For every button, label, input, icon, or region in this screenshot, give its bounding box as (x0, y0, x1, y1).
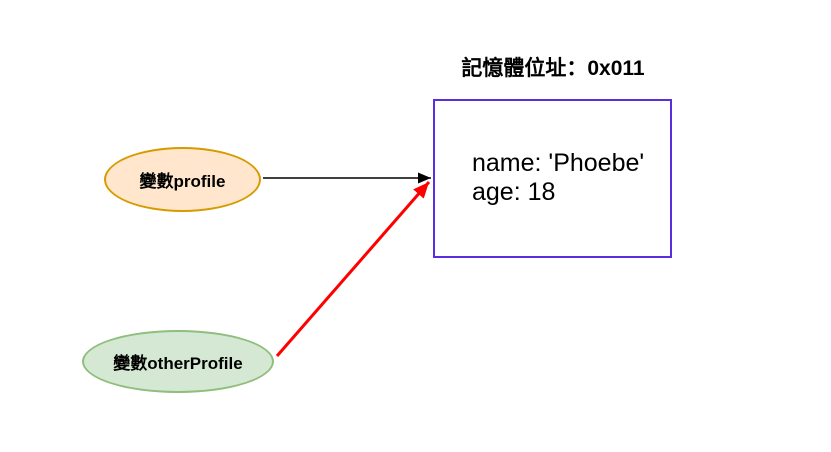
memory-box-name-line: name: 'Phoebe' (472, 149, 645, 177)
node-otherprofile-label: 變數otherProfile (113, 354, 243, 373)
node-profile-label: 變數profile (139, 172, 226, 191)
memory-box-age-line: age: 18 (472, 178, 556, 206)
node-profile-ellipse: 變數profile (104, 147, 261, 212)
memory-box: name: 'Phoebe'age: 18 (433, 99, 672, 258)
memory-address-title: 記憶體位址：0x011 (461, 57, 645, 80)
arrow-otherprofile-to-box (275, 181, 431, 357)
memory-box-content: name: 'Phoebe'age: 18 (472, 149, 644, 207)
node-otherprofile-ellipse: 變數otherProfile (82, 330, 274, 393)
